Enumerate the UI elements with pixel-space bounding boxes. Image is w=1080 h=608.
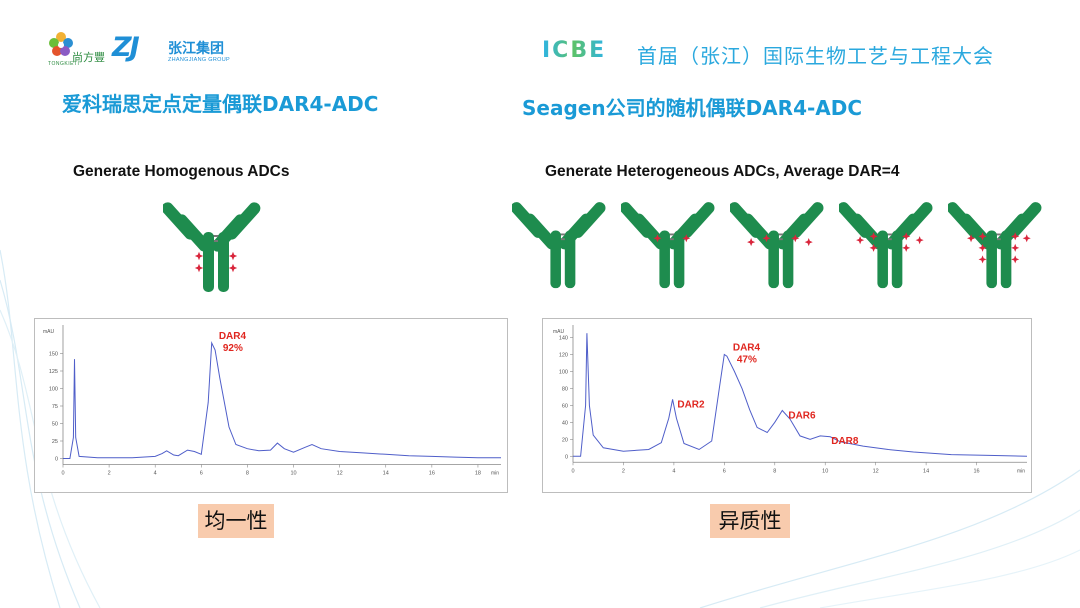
y-tick-label: 60 bbox=[562, 403, 568, 409]
y-tick-label: 80 bbox=[562, 386, 568, 392]
x-tick-label: 8 bbox=[773, 468, 776, 474]
chromatogram-left: mAU 0 25 50 75 100 125 150 0 2 4 6 8 10 12 14 16 18 min DAR… bbox=[34, 318, 508, 493]
zhangjiang-mark: ZJ bbox=[112, 32, 140, 63]
x-tick-label: 0 bbox=[61, 471, 64, 477]
homogeneity-tag: 均一性 bbox=[198, 504, 274, 538]
logo1-subtext: TONGKIETI bbox=[48, 61, 80, 67]
x-tick-label: 12 bbox=[337, 471, 343, 477]
left-subtitle: Generate Homogenous ADCs bbox=[73, 163, 290, 180]
x-tick-label: 10 bbox=[822, 468, 828, 474]
antibody-variant-4-icon bbox=[839, 202, 933, 289]
x-tick-label: 14 bbox=[923, 468, 929, 474]
x-tick-label: 6 bbox=[723, 468, 726, 474]
y-axis-label: mAU bbox=[43, 329, 55, 335]
y-tick-label: 40 bbox=[562, 420, 568, 426]
y-tick-label: 20 bbox=[562, 437, 568, 443]
x-tick-label: 18 bbox=[475, 471, 481, 477]
antibody-variant-5-icon bbox=[948, 202, 1042, 289]
conference-logo: ICBE bbox=[542, 38, 607, 63]
heterogeneity-tag: 异质性 bbox=[710, 504, 790, 538]
peak-percent: 92% bbox=[223, 343, 243, 354]
y-tick-label: 50 bbox=[52, 422, 58, 428]
y-tick-label: 0 bbox=[565, 454, 568, 460]
peak-label: DAR4 bbox=[219, 331, 247, 342]
y-tick-label: 125 bbox=[49, 369, 58, 375]
x-unit-label: min bbox=[1017, 468, 1025, 474]
x-tick-label: 2 bbox=[108, 471, 111, 477]
y-tick-label: 140 bbox=[559, 335, 568, 341]
peak-label: DAR4 bbox=[733, 342, 761, 353]
y-tick-label: 120 bbox=[559, 352, 568, 358]
trace-line bbox=[63, 341, 501, 459]
peak-percent: 47% bbox=[737, 354, 757, 365]
peak-label: DAR6 bbox=[788, 410, 816, 421]
y-tick-label: 100 bbox=[49, 387, 58, 393]
y-tick-label: 25 bbox=[52, 439, 58, 445]
conference-title: 首届（张江）国际生物工艺与工程大会 bbox=[637, 44, 994, 68]
x-tick-label: 0 bbox=[571, 468, 574, 474]
header-logos: 尚方豐 TONGKIETI ZJ 张江集团 ZHANGJIANG GROUP bbox=[48, 30, 238, 70]
y-tick-label: 100 bbox=[559, 369, 568, 375]
zhangjiang-cn: 张江集团 bbox=[168, 41, 224, 57]
y-tick-label: 0 bbox=[55, 457, 58, 463]
x-tick-label: 10 bbox=[290, 471, 296, 477]
y-axis-label: mAU bbox=[553, 329, 565, 335]
right-subtitle: Generate Heterogeneous ADCs, Average DAR… bbox=[545, 163, 900, 180]
peak-label: DAR8 bbox=[831, 436, 859, 447]
flower-logo-icon bbox=[49, 32, 73, 56]
left-section-title: 爱科瑞思定点定量偶联DAR4-ADC bbox=[62, 92, 379, 116]
peak-label: DAR2 bbox=[677, 399, 705, 410]
x-tick-label: 16 bbox=[973, 468, 979, 474]
chromatogram-right: mAU 0 20 40 60 80 100 120 140 0 2 4 6 8 10 12 14 16 min DAR… bbox=[542, 318, 1032, 493]
x-tick-label: 16 bbox=[429, 471, 435, 477]
chromatogram-left-svg: mAU 0 25 50 75 100 125 150 0 2 4 6 8 10 12 14 16 18 min DAR… bbox=[43, 325, 501, 477]
y-tick-label: 150 bbox=[49, 352, 58, 358]
right-section-title: Seagen公司的随机偶联DAR4-ADC bbox=[522, 96, 863, 120]
logo1-text: 尚方豐 bbox=[72, 51, 105, 64]
x-tick-label: 4 bbox=[672, 468, 675, 474]
antibody-homogenous-icon bbox=[163, 202, 261, 292]
antibody-variant-2-icon bbox=[621, 202, 715, 289]
x-tick-label: 6 bbox=[200, 471, 203, 477]
zhangjiang-en: ZHANGJIANG GROUP bbox=[168, 57, 230, 63]
x-tick-label: 14 bbox=[383, 471, 389, 477]
x-tick-label: 2 bbox=[622, 468, 625, 474]
x-tick-label: 12 bbox=[873, 468, 879, 474]
x-tick-label: 8 bbox=[246, 471, 249, 477]
antibody-variant-1-icon bbox=[512, 202, 606, 289]
x-unit-label: min bbox=[491, 471, 499, 477]
x-tick-label: 4 bbox=[154, 471, 157, 477]
trace-line bbox=[573, 333, 1028, 457]
y-tick-label: 75 bbox=[52, 404, 58, 410]
antibody-variant-3-icon bbox=[730, 202, 824, 289]
chromatogram-right-svg: mAU 0 20 40 60 80 100 120 140 0 2 4 6 8 10 12 14 16 min DAR… bbox=[553, 325, 1028, 474]
